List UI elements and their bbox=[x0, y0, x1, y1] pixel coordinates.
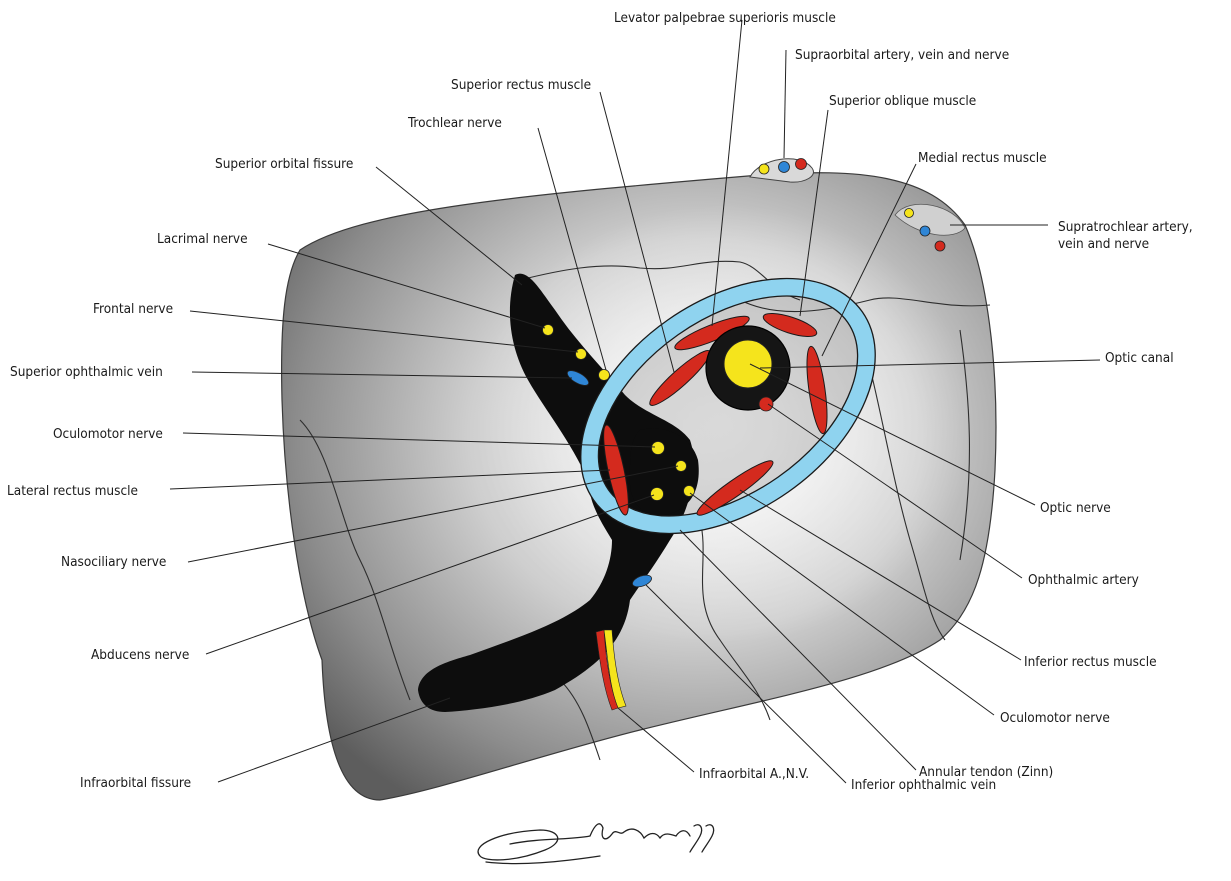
artist-signature bbox=[478, 824, 714, 864]
label-supratrochlear-1: Supratrochlear artery, bbox=[1058, 219, 1193, 235]
label-levator: Levator palpebrae superioris muscle bbox=[614, 10, 836, 26]
label-trochlear: Trochlear nerve bbox=[407, 115, 502, 131]
label-superior-rectus: Superior rectus muscle bbox=[451, 77, 591, 93]
lacrimal-nerve bbox=[543, 325, 554, 336]
label-inferior-rectus: Inferior rectus muscle bbox=[1024, 654, 1157, 670]
optic-nerve bbox=[724, 340, 772, 388]
label-infraorbital-anv: Infraorbital A.,N.V. bbox=[699, 766, 809, 782]
ophthalmic-artery bbox=[759, 397, 773, 411]
label-lateral-rectus: Lateral rectus muscle bbox=[7, 483, 138, 499]
supraorbital-vein bbox=[779, 162, 790, 173]
label-infraorbital-fissure: Infraorbital fissure bbox=[80, 775, 191, 791]
label-optic-nerve: Optic nerve bbox=[1040, 500, 1111, 516]
label-optic-canal: Optic canal bbox=[1105, 350, 1174, 366]
label-lacrimal: Lacrimal nerve bbox=[157, 231, 248, 247]
label-ophthalmic-artery: Ophthalmic artery bbox=[1028, 572, 1139, 588]
label-frontal: Frontal nerve bbox=[93, 301, 173, 317]
supraorbital-artery bbox=[796, 159, 807, 170]
label-superior-oblique: Superior oblique muscle bbox=[829, 93, 976, 109]
trochlear-nerve bbox=[599, 370, 610, 381]
supratrochlear-vein bbox=[920, 226, 930, 236]
oculomotor-superior-nerve bbox=[652, 442, 665, 455]
label-sup-ophthalmic-vein: Superior ophthalmic vein bbox=[10, 364, 163, 380]
label-oculomotor-left: Oculomotor nerve bbox=[53, 426, 163, 442]
frontal-nerve bbox=[576, 349, 587, 360]
supratrochlear-nerve bbox=[905, 209, 914, 218]
label-superior-orbital-fissure: Superior orbital fissure bbox=[215, 156, 353, 172]
label-medial-rectus: Medial rectus muscle bbox=[918, 150, 1047, 166]
label-inf-ophthalmic-vein: Inferior ophthalmic vein bbox=[851, 777, 996, 793]
abducens-nerve bbox=[651, 488, 664, 501]
label-nasociliary: Nasociliary nerve bbox=[61, 554, 166, 570]
label-supraorbital: Supraorbital artery, vein and nerve bbox=[795, 47, 1009, 63]
supraorbital-nerve bbox=[759, 164, 769, 174]
supratrochlear-artery bbox=[935, 241, 945, 251]
label-abducens: Abducens nerve bbox=[91, 647, 189, 663]
label-oculomotor-right: Oculomotor nerve bbox=[1000, 710, 1110, 726]
label-supratrochlear-2: vein and nerve bbox=[1058, 236, 1149, 252]
